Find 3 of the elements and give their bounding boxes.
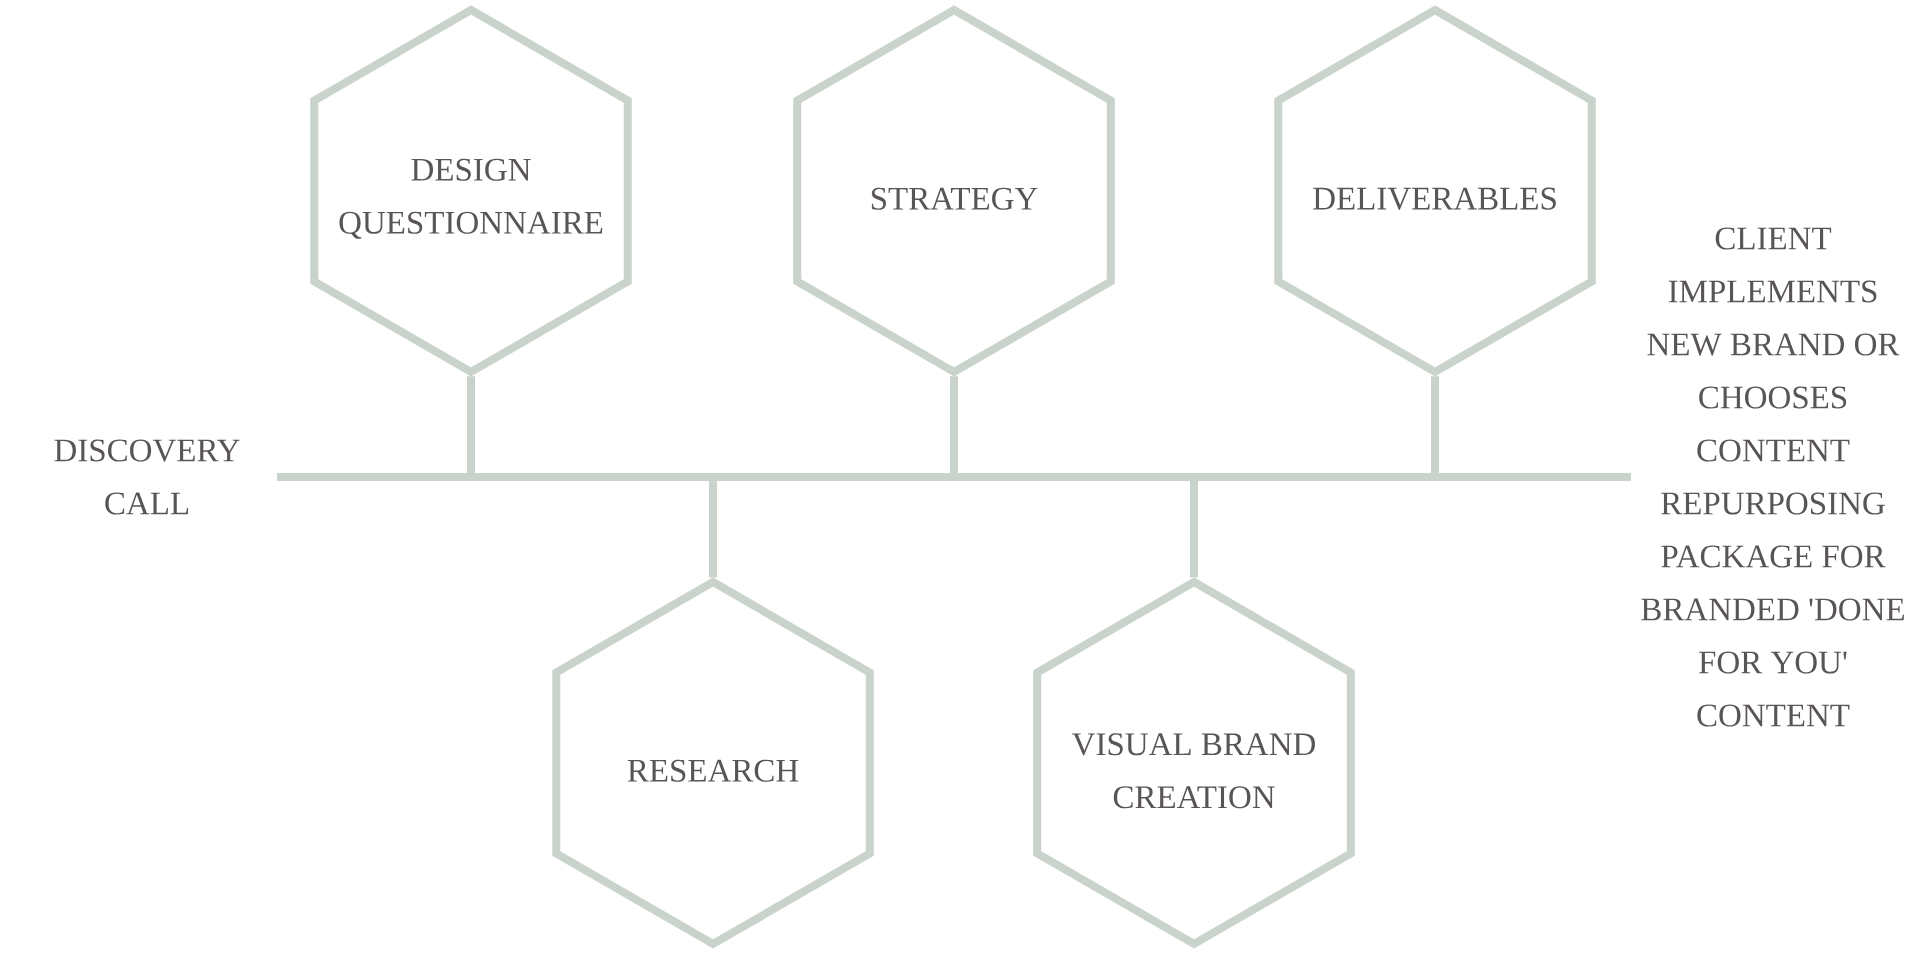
step-label: DISCOVERY CALL bbox=[54, 439, 240, 515]
step-label: CLIENT IMPLEMENTS NEW BRAND OR CHOOSES CONTENT REPURPOSING PACKAGE FOR BRANDED 'DONE FOR YOU' CONTENT bbox=[1641, 227, 1904, 727]
timeline-connector bbox=[1431, 376, 1631, 481]
